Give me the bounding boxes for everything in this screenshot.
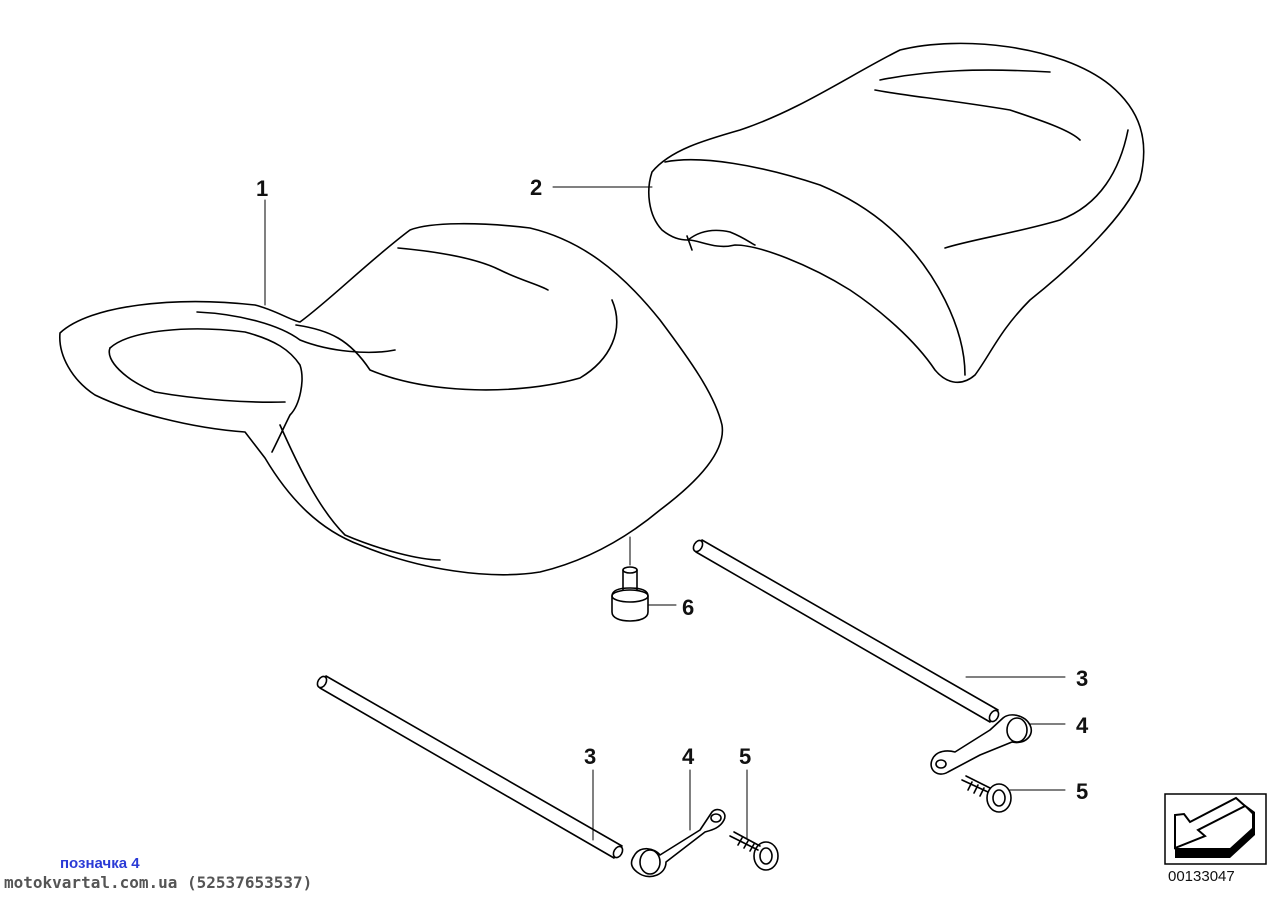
leader-lines — [264, 186, 1066, 841]
rod-right — [692, 539, 1000, 723]
screw-left — [729, 831, 779, 871]
callout-2: 2 — [530, 175, 542, 200]
callout-1: 1 — [256, 176, 268, 201]
screw-right — [961, 775, 1012, 813]
rider-seat — [59, 222, 724, 576]
callout-6: 6 — [682, 595, 694, 620]
rod-left — [316, 675, 624, 859]
bracket-right — [930, 714, 1032, 775]
callout-4-right: 4 — [1076, 713, 1089, 738]
callout-3-left: 3 — [584, 744, 596, 769]
direction-arrow-icon — [1164, 793, 1267, 865]
reference-number: 00133047 — [1168, 868, 1235, 885]
watermark-tag: позначка 4 — [60, 855, 140, 872]
callout-5-right: 5 — [1076, 779, 1088, 804]
callout-5-left: 5 — [739, 744, 751, 769]
watermark-site: motokvartal.com.ua (52537653537) — [4, 873, 313, 892]
callout-3-right: 3 — [1076, 666, 1088, 691]
bracket-left — [630, 808, 726, 878]
rubber-buffer — [611, 566, 649, 622]
passenger-seat — [648, 42, 1145, 384]
callout-4-left: 4 — [682, 744, 695, 769]
